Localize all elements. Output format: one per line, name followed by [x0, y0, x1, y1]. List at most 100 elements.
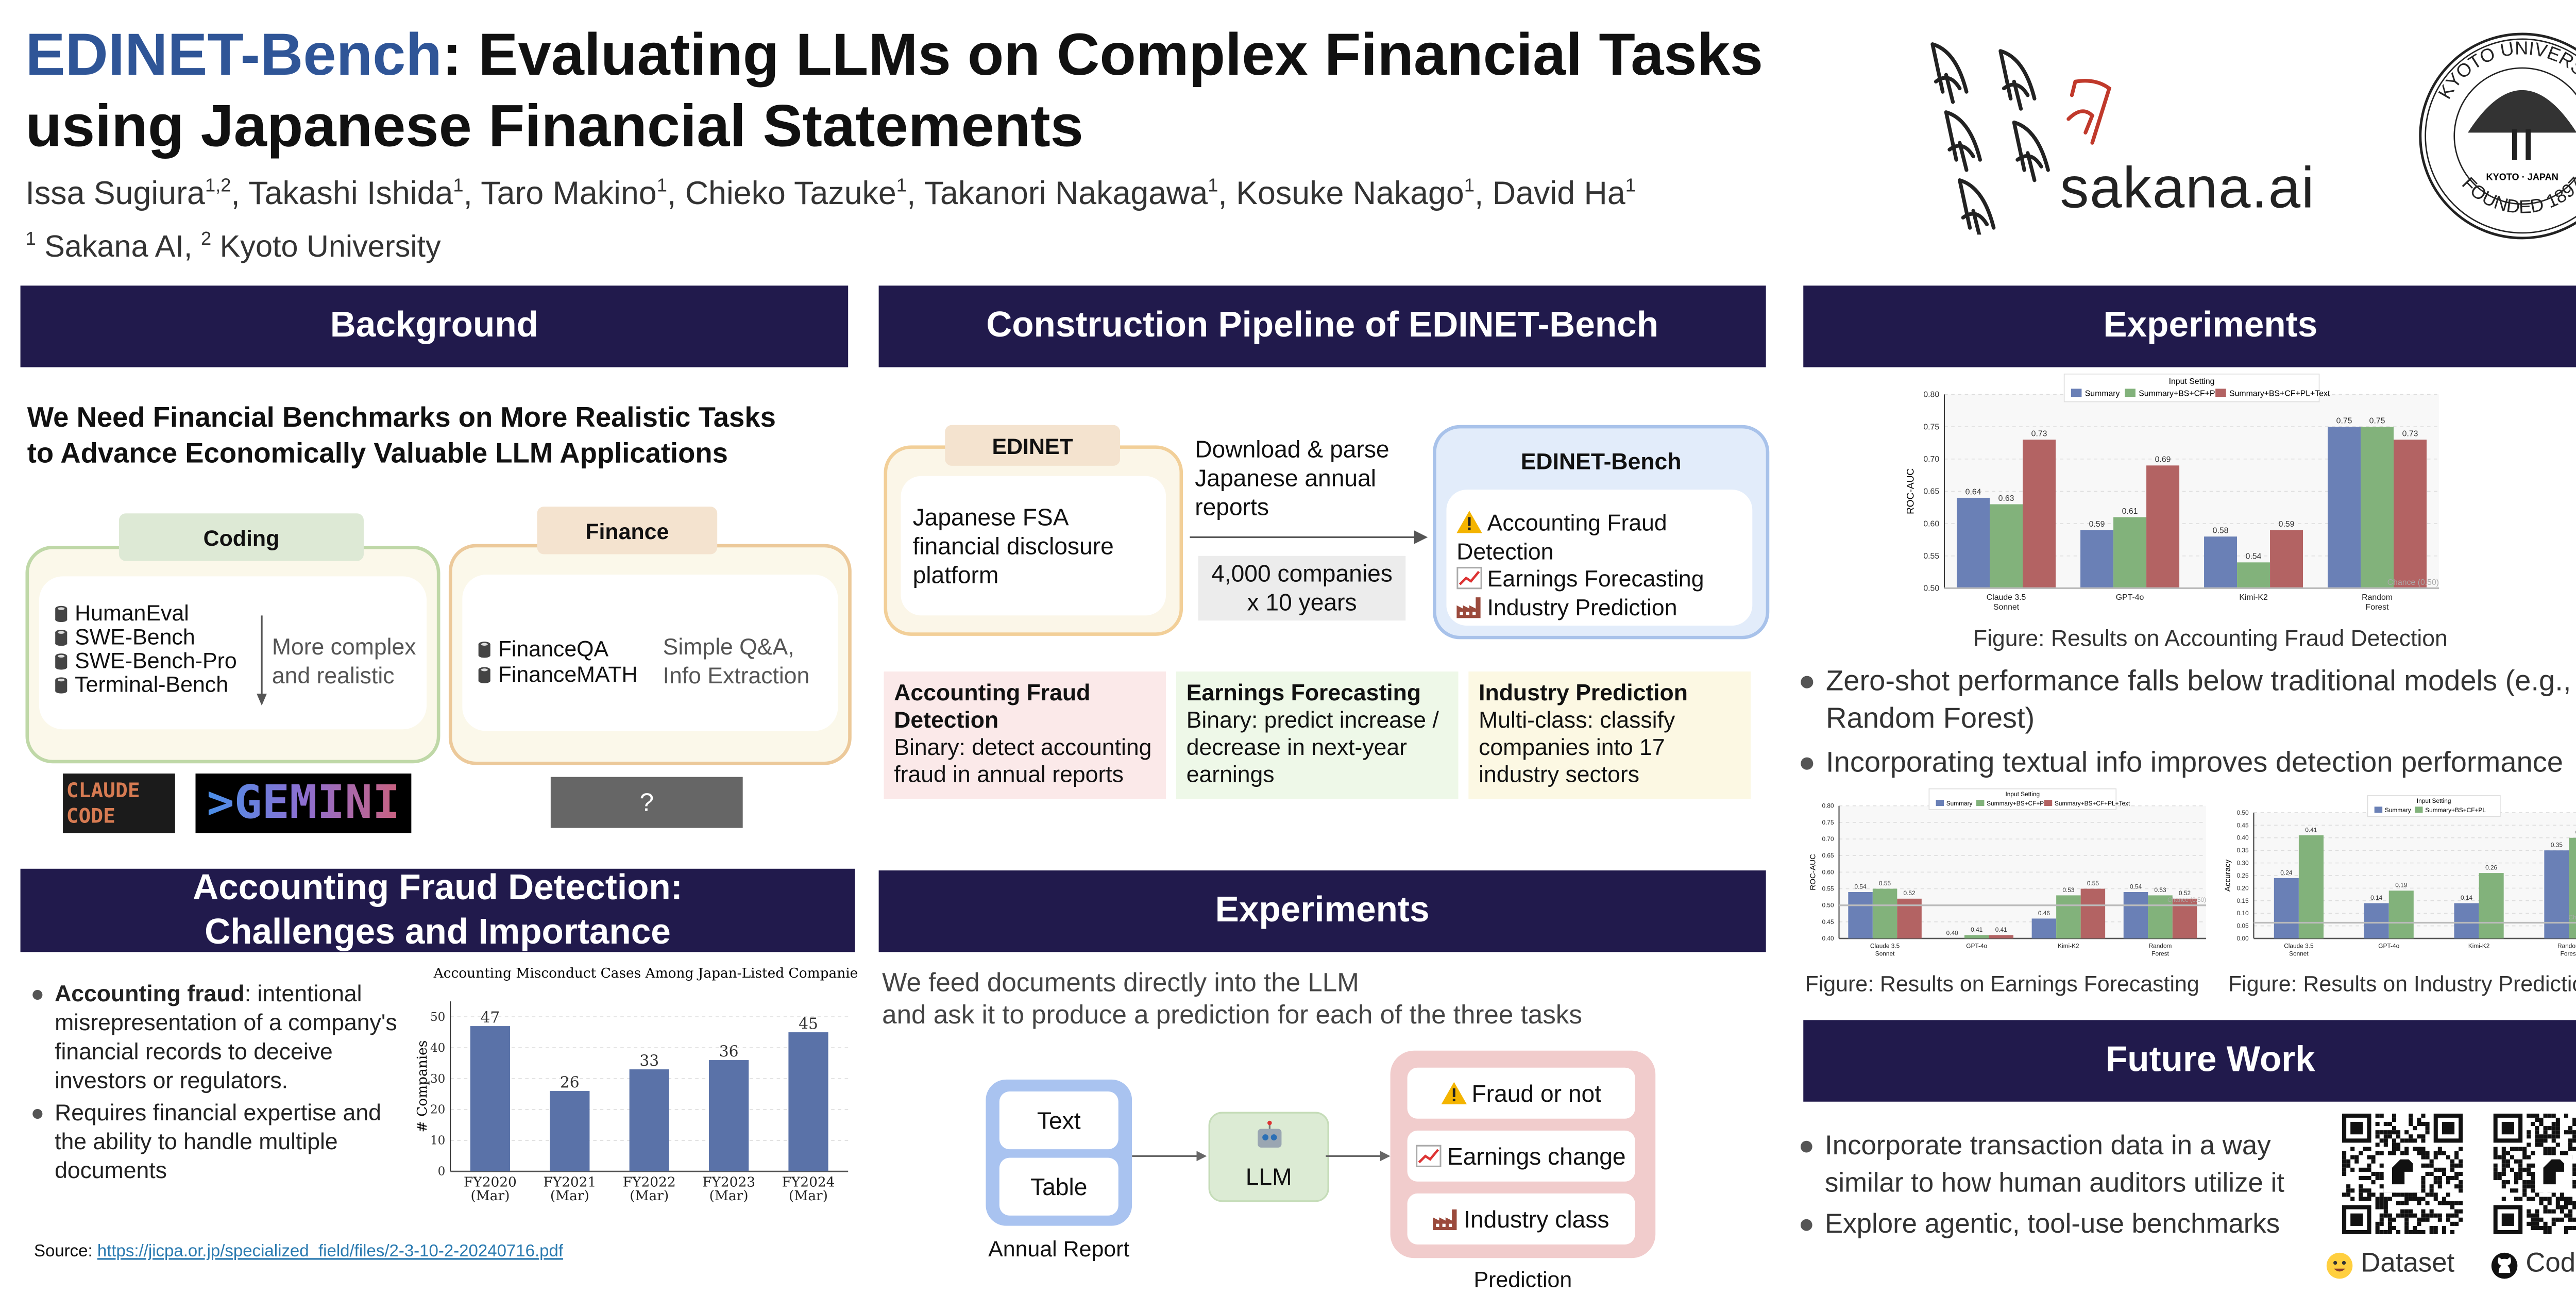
- fraud-heading-line2: Challenges and Importance: [205, 912, 671, 951]
- qr-module: [2531, 1175, 2535, 1181]
- qr-module: [2446, 1155, 2451, 1159]
- y-tick-label: 0.60: [1822, 868, 1834, 876]
- data-label: 47: [481, 1009, 500, 1027]
- author-label: Takanori Nakagawa: [924, 177, 1208, 213]
- x-tick-label: GPT-4o: [1966, 943, 1987, 950]
- qr-module: [2413, 1192, 2417, 1197]
- coding-note: More complex and realistic: [272, 632, 416, 690]
- gemini-logo-text: >GEMINI: [207, 777, 400, 830]
- qr-module: [2518, 1175, 2523, 1181]
- y-tick-label: 0.65: [1923, 488, 1939, 496]
- qr-module: [2392, 1142, 2397, 1147]
- author-name: Takanori Nakagawa1: [924, 177, 1218, 213]
- source-link[interactable]: https://jicpa.or.jp/specialized_field/fi…: [97, 1242, 564, 1262]
- qr-module: [2527, 1184, 2531, 1189]
- benchmark-name: FinanceMATH: [498, 661, 638, 687]
- bar: [550, 1091, 590, 1172]
- qr-module: [2564, 1205, 2569, 1209]
- qr-module: [2379, 1213, 2384, 1218]
- qr-module: [2568, 1130, 2573, 1135]
- qr-module: [2531, 1113, 2535, 1118]
- qr-module: [2392, 1225, 2397, 1230]
- qr-module: [2560, 1197, 2564, 1201]
- bar: [2388, 890, 2414, 939]
- qr-module: [2560, 1205, 2564, 1209]
- edinet-box: [884, 445, 1183, 636]
- qr-module: [2501, 1167, 2506, 1172]
- qr-module: [2429, 1209, 2434, 1214]
- qr-module: [2560, 1192, 2564, 1197]
- y-tick-label: 0.60: [1923, 519, 1939, 528]
- qr-module: [2342, 1159, 2347, 1164]
- code-qr-code[interactable]: [2493, 1113, 2576, 1235]
- qr-module: [2404, 1151, 2409, 1155]
- qr-finder: [2501, 1121, 2515, 1135]
- data-label: 0.73: [2031, 430, 2047, 439]
- bullet-item: ●Incorporate transaction data in a way s…: [1798, 1129, 2325, 1204]
- qr-module: [2543, 1225, 2548, 1230]
- data-label: 0.53: [2062, 886, 2074, 894]
- x-tick-label: Forest: [2151, 950, 2169, 957]
- legend-swatch: [2071, 389, 2082, 397]
- qr-module: [2375, 1197, 2380, 1201]
- x-tick-label: FY2024: [782, 1175, 835, 1190]
- edinet-description: Japanese FSA financial disclosure platfo…: [912, 503, 1114, 589]
- bench-task-item: Earnings Forecasting: [1456, 566, 1762, 594]
- y-tick-label: 0.70: [1923, 455, 1939, 464]
- qr-module: [2497, 1175, 2502, 1181]
- affiliation-index: 2: [200, 229, 212, 250]
- qr-module: [2375, 1142, 2380, 1147]
- y-tick-label: 0.80: [1822, 802, 1834, 810]
- qr-module: [2404, 1217, 2409, 1222]
- intro-line1: We feed documents directly into the LLM: [882, 969, 1359, 998]
- qr-module: [2379, 1217, 2384, 1222]
- qr-module: [2505, 1180, 2510, 1185]
- qr-module: [2375, 1221, 2380, 1226]
- qr-module: [2450, 1163, 2455, 1168]
- separator: ,: [1475, 177, 1493, 213]
- qr-module: [2568, 1138, 2573, 1143]
- coding-tab: Coding: [118, 513, 364, 561]
- qr-module: [2383, 1121, 2388, 1127]
- down-arrow-icon: [257, 615, 267, 706]
- qr-module: [2404, 1192, 2409, 1197]
- qr-module: [2409, 1113, 2413, 1118]
- qr-module: [2425, 1130, 2430, 1135]
- qr-module: [2459, 1188, 2463, 1193]
- qr-module: [2535, 1126, 2539, 1131]
- qr-module: [2429, 1230, 2434, 1235]
- qr-module: [2564, 1130, 2569, 1135]
- qr-module: [2392, 1147, 2397, 1151]
- qr-module: [2497, 1155, 2502, 1159]
- qr-module: [2527, 1180, 2531, 1185]
- qr-module: [2367, 1147, 2371, 1151]
- qr-module: [2359, 1175, 2363, 1181]
- warning-icon: [1441, 1082, 1467, 1104]
- qr-module: [2555, 1205, 2560, 1209]
- benchmark-name: HumanEval: [75, 600, 189, 626]
- finance-note-line2: Info Extraction: [663, 663, 810, 689]
- qr-module: [2543, 1221, 2548, 1226]
- qr-module: [2417, 1197, 2421, 1201]
- data-label: 0.54: [2246, 552, 2262, 561]
- qr-module: [2514, 1159, 2519, 1164]
- qr-module: [2551, 1113, 2556, 1118]
- y-axis-label: ROC-AUC: [1808, 854, 1817, 890]
- qr-module: [2421, 1121, 2426, 1127]
- dataset-qr-code[interactable]: [2342, 1113, 2463, 1235]
- qr-module: [2400, 1209, 2405, 1214]
- qr-module: [2425, 1171, 2430, 1176]
- x-tick-label: FY2021: [543, 1175, 596, 1190]
- code-link[interactable]: Code: [2490, 1250, 2576, 1280]
- dataset-link[interactable]: Dataset: [2325, 1250, 2454, 1280]
- qr-module: [2527, 1171, 2531, 1176]
- qr-module: [2383, 1142, 2388, 1147]
- y-tick-label: 0.10: [2236, 910, 2248, 917]
- x-tick-label: Kimi-K2: [2468, 943, 2490, 950]
- legend-swatch: [2215, 389, 2226, 397]
- legend-swatch: [2374, 806, 2383, 813]
- qr-module: [2555, 1117, 2560, 1122]
- qr-module: [2501, 1180, 2506, 1185]
- task-description: Multi-class: classify companies into 17 …: [1479, 707, 1675, 787]
- qr-module: [2363, 1197, 2367, 1201]
